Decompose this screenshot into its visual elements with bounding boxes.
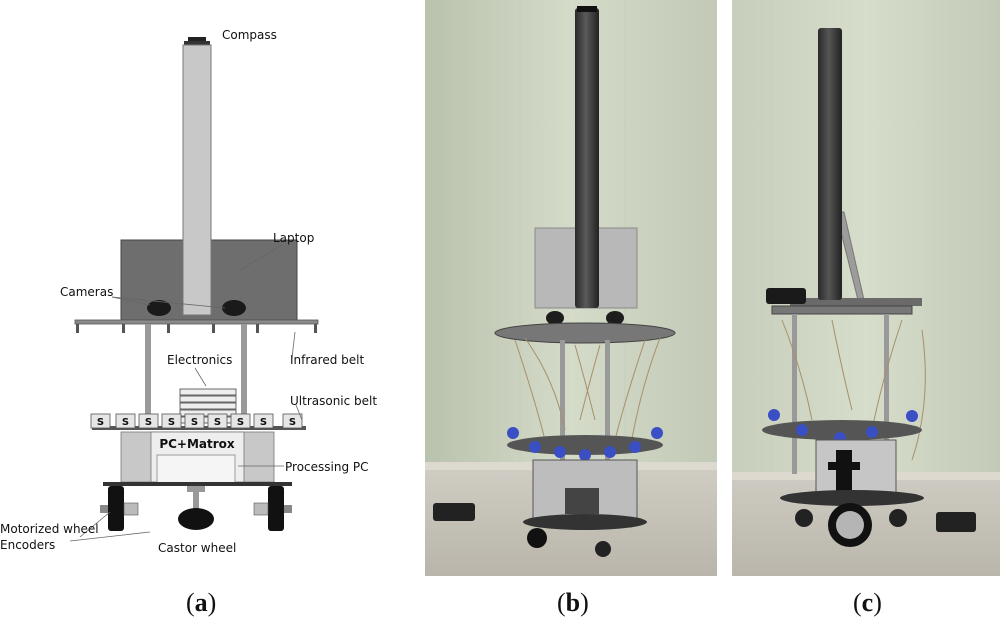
photo-side-svg [732, 0, 1000, 576]
label-ultrasonic-belt: Ultrasonic belt [290, 394, 377, 408]
caption-open-paren: ( [853, 588, 862, 617]
pillar-right [241, 324, 247, 426]
ultrasonic-sensor-box [253, 413, 274, 429]
wheel-hub-photo [836, 511, 864, 539]
mast-shape [182, 44, 212, 316]
pillar-left [145, 324, 151, 426]
castor-wheel-photo [595, 541, 611, 557]
pc-fan-photo [565, 488, 599, 514]
ultrasonic-sensor-label: S [237, 417, 244, 428]
pillar-photo [792, 314, 797, 474]
castor-wheel-photo [889, 509, 907, 527]
infrared-ring-photo [494, 322, 676, 344]
caption-open-paren: ( [186, 588, 195, 617]
axle-left [100, 505, 108, 513]
ultrasonic-sensor-box [90, 413, 111, 429]
label-compass: Compass [222, 28, 277, 42]
mast-photo [818, 28, 842, 300]
pc-inner-panel [156, 454, 236, 484]
camera-left [147, 300, 171, 316]
ultrasonic-sensor-label: S [289, 417, 296, 428]
ultrasonic-sensor-box [207, 413, 228, 429]
leader-lines [69, 244, 303, 542]
pillar-photo [605, 340, 610, 460]
ultrasonic-sensor-box [115, 413, 136, 429]
caption-open-paren: ( [557, 588, 566, 617]
label-castor-wheel: Castor wheel [158, 541, 236, 555]
castor-mount [187, 486, 205, 492]
encoder-right [253, 502, 269, 516]
encoder-left [123, 502, 139, 516]
ultrasonic-sensor-box [161, 413, 182, 429]
caption-close-paren: ) [580, 588, 589, 617]
caption-close-paren: ) [207, 588, 217, 617]
compass-base [184, 41, 210, 45]
sonar-sensors-photo [507, 427, 663, 461]
ultrasonic-sensor-box [184, 413, 205, 429]
strap-photo [828, 462, 860, 470]
motorized-wheel-left [108, 486, 124, 531]
ultrasonic-sensor-box [138, 413, 159, 429]
cables-photo [781, 319, 926, 461]
base-platform-photo [523, 514, 647, 530]
ultrasonic-sensor-label: S [145, 417, 152, 428]
laptop-base-photo [790, 298, 922, 306]
remote-photo [433, 503, 475, 521]
robot-photo-side [732, 0, 1000, 576]
ultrasonic-sensor-label: S [214, 417, 221, 428]
compass-shape [188, 37, 206, 43]
camera-photo [606, 311, 624, 325]
base-platform-photo [780, 490, 924, 506]
pc-matrox-label: PC+Matrox [159, 437, 235, 451]
caption-b: (b) [557, 588, 589, 618]
axle-right [284, 505, 292, 513]
caption-close-paren: ) [873, 588, 882, 617]
ultrasonic-ring-photo [507, 435, 663, 455]
label-laptop: Laptop [273, 231, 314, 245]
ultrasonic-sensor-box [282, 413, 303, 429]
ultrasonic-sensor-label: S [122, 417, 129, 428]
caption-c: (c) [853, 588, 882, 618]
mast-photo [575, 8, 599, 308]
label-motorized-wheel: Motorized wheel [0, 522, 99, 536]
caption-letter: a [194, 588, 208, 617]
ultrasonic-sensor-box [230, 413, 251, 429]
infrared-ring-photo [771, 305, 913, 315]
camera-right [222, 300, 246, 316]
caption-letter: b [565, 588, 581, 617]
label-processing-pc: Processing PC [285, 460, 369, 474]
castor-wheel-shape [178, 508, 214, 530]
castor-stem [193, 492, 199, 510]
camera-photo [766, 288, 806, 304]
caption-letter: c [861, 588, 874, 617]
wheel-photo [527, 528, 547, 548]
cables-photo [514, 337, 661, 451]
ultrasonic-sensor-label: S [97, 417, 104, 428]
castor-wheel-photo [795, 509, 813, 527]
caption-a: (a) [186, 588, 216, 618]
ultrasonic-sensor-label: S [260, 417, 267, 428]
camera-photo [546, 311, 564, 325]
infrared-belt-platform [74, 319, 319, 325]
ultrasonic-sensor-label: S [168, 417, 175, 428]
infrared-sensors [76, 324, 317, 333]
label-cameras: Cameras [60, 285, 113, 299]
photo-front-svg [425, 0, 717, 576]
remote-photo [936, 512, 976, 532]
wall-background [732, 0, 1000, 480]
compass-photo [577, 6, 597, 12]
label-electronics: Electronics [167, 353, 232, 367]
label-infrared-belt: Infrared belt [290, 353, 364, 367]
ultrasonic-sensor-label: S [191, 417, 198, 428]
label-encoders: Encoders [0, 538, 55, 552]
robot-photo-front [425, 0, 717, 576]
base-platform [103, 482, 292, 486]
motorized-wheel-right [268, 486, 284, 531]
pillar-photo [884, 314, 889, 474]
pillar-photo [560, 340, 565, 460]
